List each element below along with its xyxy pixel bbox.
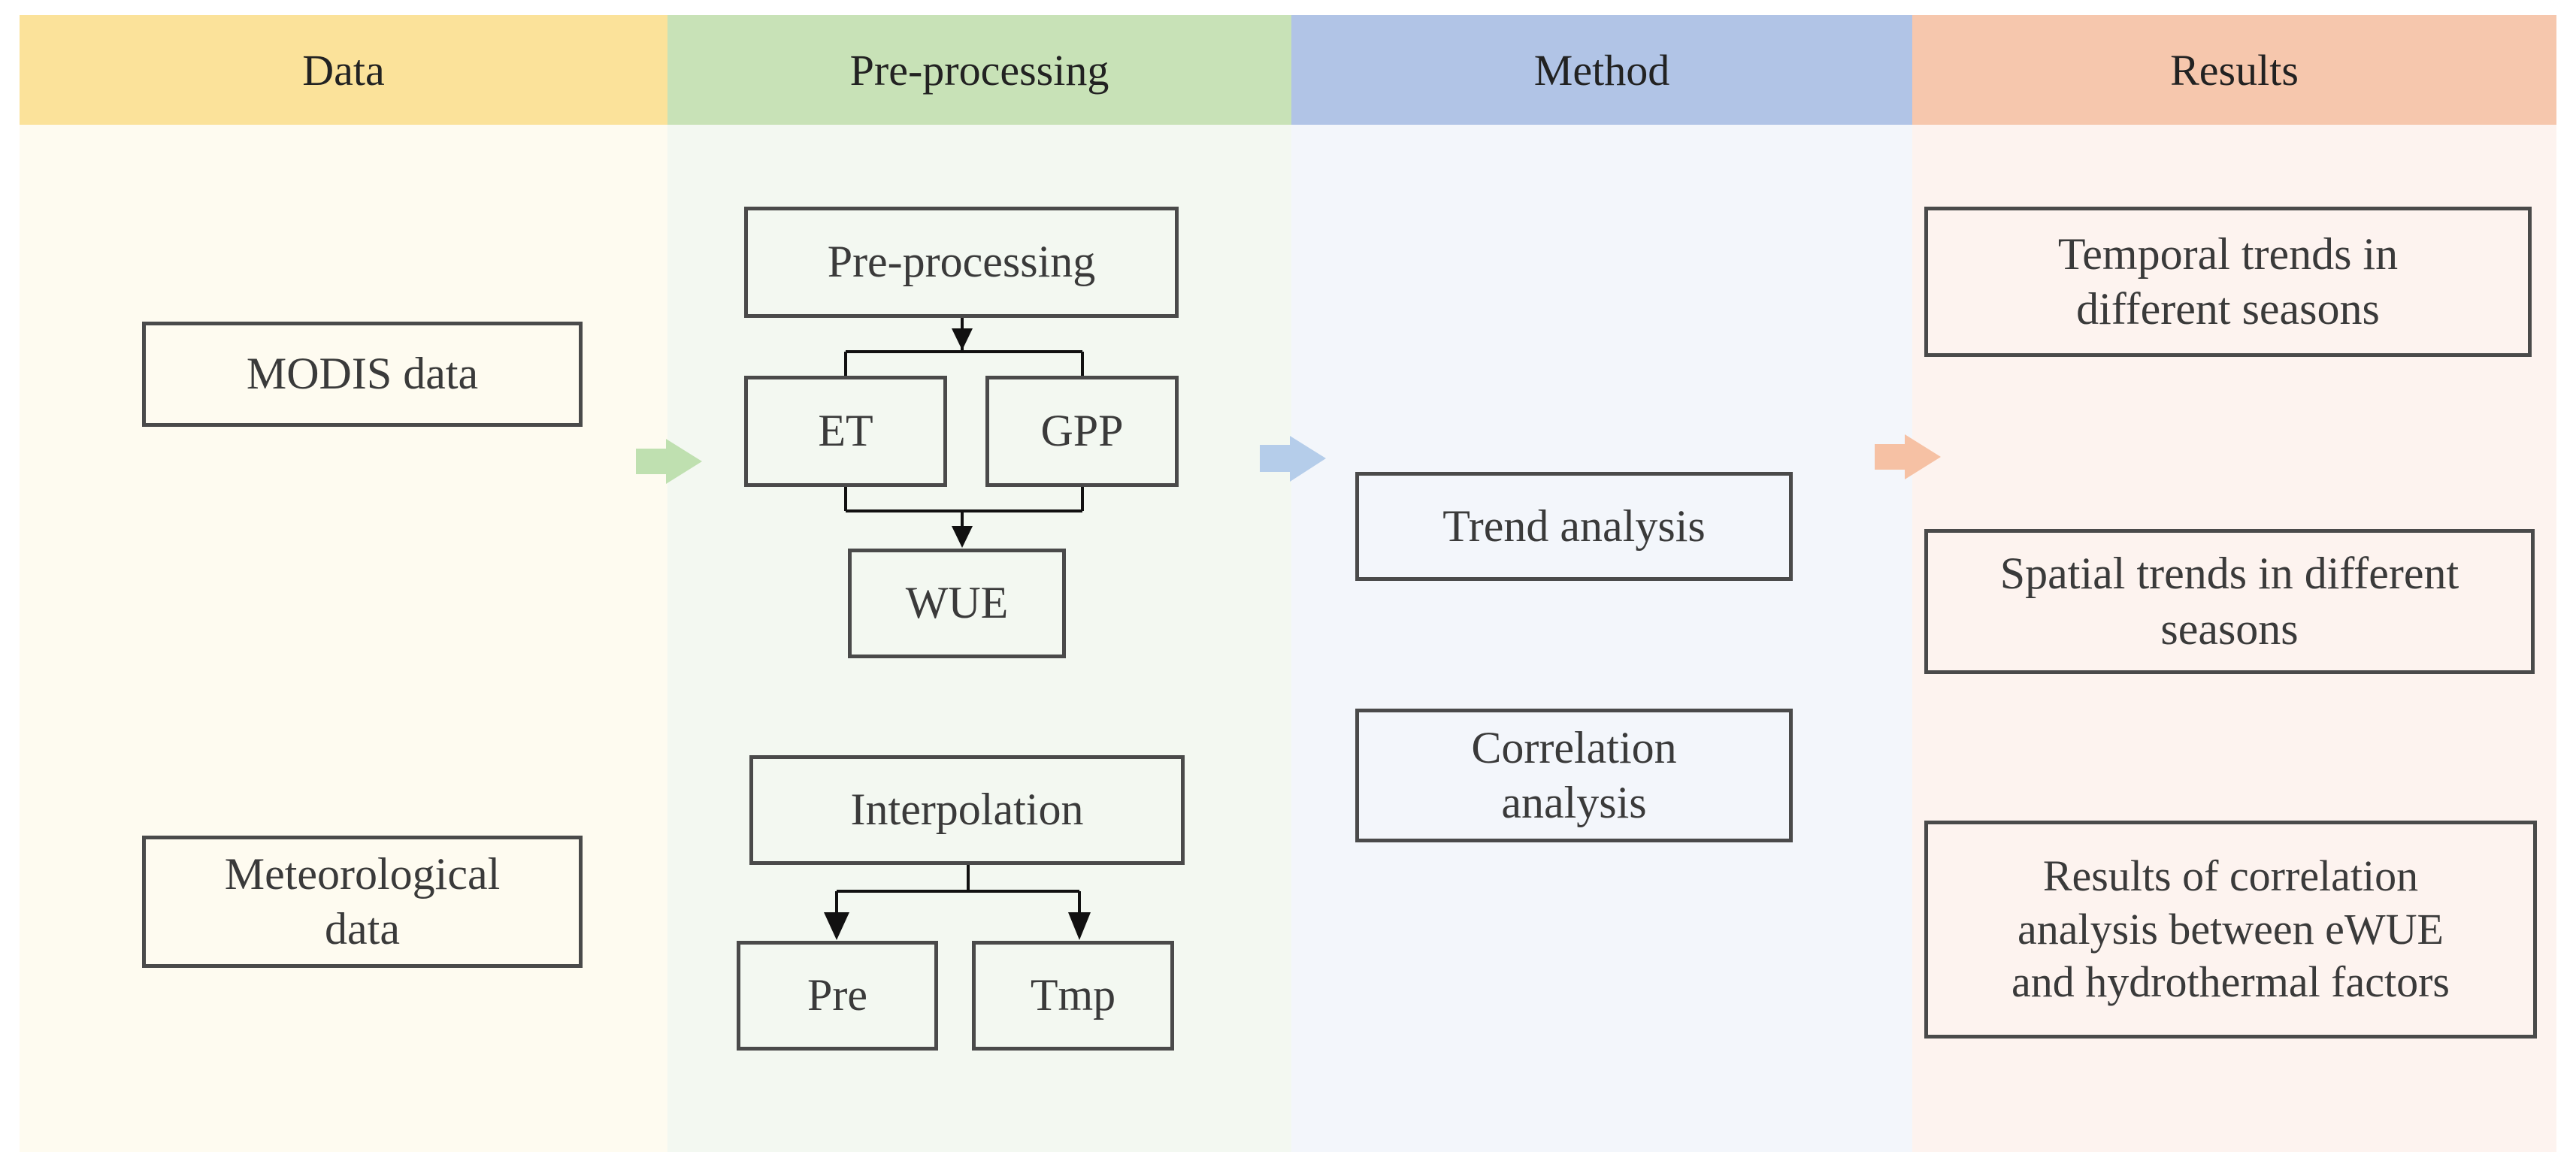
column-header-results: Results: [1912, 15, 2556, 125]
column-header-data: Data: [20, 15, 667, 125]
et-box: ET: [744, 376, 947, 487]
column-results: Results: [1912, 15, 2556, 1152]
column-body-results: [1912, 125, 2556, 1152]
column-body-preprocessing: [667, 125, 1291, 1152]
column-header-method: Method: [1291, 15, 1912, 125]
pre-box: Pre: [737, 941, 938, 1051]
column-header-preprocessing: Pre-processing: [667, 15, 1291, 125]
gpp-box: GPP: [985, 376, 1179, 487]
modis-data-box: MODIS data: [142, 322, 583, 427]
trend-analysis-box: Trend analysis: [1355, 472, 1793, 581]
correlation-results-box: Results of correlation analysis between …: [1924, 821, 2537, 1039]
column-data: Data: [20, 15, 667, 1152]
wue-box: WUE: [848, 549, 1066, 658]
preprocessing-box: Pre-processing: [744, 207, 1179, 318]
column-method: Method: [1291, 15, 1912, 1152]
interpolation-box: Interpolation: [749, 755, 1185, 865]
meteorological-data-box: Meteorological data: [142, 836, 583, 968]
spatial-trends-box: Spatial trends in different seasons: [1924, 529, 2535, 674]
temporal-trends-box: Temporal trends in different seasons: [1924, 207, 2532, 357]
tmp-box: Tmp: [972, 941, 1174, 1051]
column-body-data: [20, 125, 667, 1152]
column-body-method: [1291, 125, 1912, 1152]
column-preprocessing: Pre-processing: [667, 15, 1291, 1152]
correlation-analysis-box: Correlation analysis: [1355, 709, 1793, 842]
